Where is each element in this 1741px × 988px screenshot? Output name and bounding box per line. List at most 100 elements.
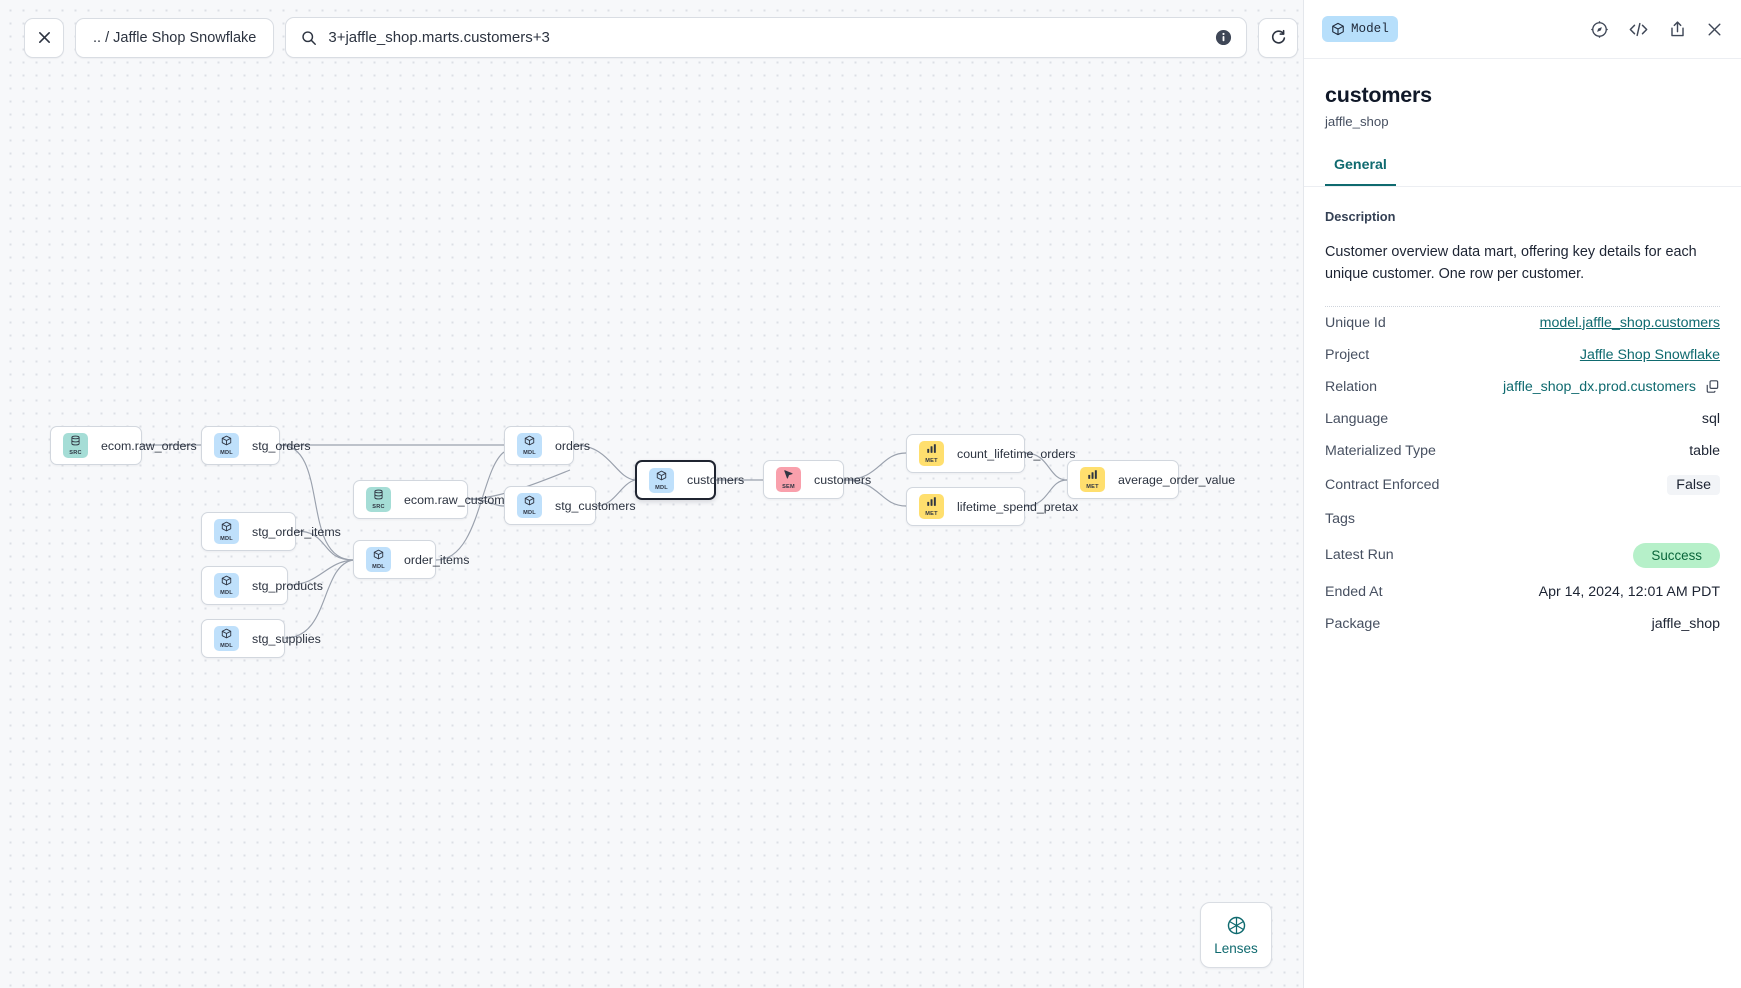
panel-header: Model: [1304, 0, 1741, 59]
aperture-icon: [1226, 915, 1247, 936]
description-label: Description: [1325, 209, 1396, 224]
node-type-badge-met: MET: [919, 494, 944, 519]
panel-body: Description Customer overview data mart,…: [1304, 187, 1741, 988]
metadata-row: Package jaffle_shop: [1325, 608, 1720, 640]
graph-node-stg_orders[interactable]: MDL stg_orders: [201, 426, 311, 465]
copy-icon[interactable]: [1705, 379, 1720, 394]
search-input[interactable]: [328, 29, 1205, 46]
details-panel: Model customers jaffle_shop: [1303, 0, 1741, 988]
metadata-value: jaffle_shop: [1651, 615, 1720, 632]
graph-node-label: stg_products: [252, 578, 323, 593]
graph-node-stg_products[interactable]: MDL stg_products: [201, 566, 323, 605]
panel-tabs: General: [1304, 156, 1741, 187]
graph-node-label: customers: [814, 472, 872, 487]
node-type-badge-mdl: MDL: [649, 467, 674, 493]
refresh-icon: [1270, 29, 1287, 46]
relation-value[interactable]: jaffle_shop_dx.prod.customers: [1503, 378, 1696, 395]
node-type-badge-src: SRC: [63, 433, 88, 458]
metadata-key: Package: [1325, 615, 1381, 632]
graph-node-stg_customers[interactable]: MDL stg_customers: [504, 486, 636, 525]
node-type-badge-mdl: MDL: [214, 519, 239, 544]
divider: [1325, 305, 1720, 307]
graph-node-customers_model[interactable]: MDL customers: [635, 460, 744, 500]
share-icon[interactable]: [1668, 20, 1687, 39]
metadata-value: table: [1689, 442, 1720, 459]
graph-node-label: average_order_value: [1118, 472, 1236, 487]
node-type-badge-mdl: MDL: [366, 547, 391, 572]
metadata-key: Tags: [1325, 510, 1355, 527]
node-type-badge-mdl: MDL: [214, 433, 239, 458]
metadata-key: Relation: [1325, 378, 1378, 395]
graph-node-label: stg_customers: [555, 498, 636, 513]
metadata-value[interactable]: model.jaffle_shop.customers: [1539, 314, 1720, 331]
graph-node-label: stg_orders: [252, 438, 311, 453]
node-type-badge-sem: SEM: [776, 467, 801, 492]
cube-icon: [1331, 22, 1345, 36]
node-type-badge-mdl: MDL: [214, 573, 239, 598]
metadata-key: Latest Run: [1325, 547, 1394, 564]
breadcrumb-label: .. / Jaffle Shop Snowflake: [93, 29, 257, 46]
node-type-badge-src: SRC: [366, 487, 391, 512]
metadata-key: Unique Id: [1325, 314, 1386, 331]
graph-node-average_order_value[interactable]: MET average_order_value: [1067, 460, 1235, 499]
metadata-row: Tags: [1325, 503, 1720, 535]
graph-node-label: order_items: [404, 552, 470, 567]
graph-node-stg_supplies[interactable]: MDL stg_supplies: [201, 619, 321, 658]
graph-node-order_items[interactable]: MDL order_items: [353, 540, 469, 579]
node-type-badge-met: MET: [919, 441, 944, 466]
metadata-value: False: [1667, 474, 1720, 495]
graph-node-label: orders: [555, 438, 591, 453]
node-type-chip[interactable]: Model: [1322, 16, 1398, 42]
metadata-row: Materialized Type table: [1325, 435, 1720, 467]
metadata-value: jaffle_shop_dx.prod.customers: [1503, 379, 1720, 395]
metadata-key: Project: [1325, 346, 1370, 363]
close-icon[interactable]: [1706, 21, 1723, 38]
compass-icon[interactable]: [1590, 20, 1609, 39]
graph-node-label: stg_supplies: [252, 631, 321, 646]
node-type-badge-mdl: MDL: [214, 626, 239, 651]
metadata-value[interactable]: Jaffle Shop Snowflake: [1579, 346, 1720, 363]
code-icon[interactable]: [1628, 20, 1649, 39]
lenses-button[interactable]: Lenses: [1200, 902, 1272, 968]
graph-node-customers_semantic[interactable]: SEM customers: [763, 460, 871, 499]
metadata-key: Language: [1325, 410, 1389, 427]
node-type-label: Model: [1351, 22, 1389, 36]
metadata-value: sql: [1701, 410, 1720, 427]
metadata-row: Ended At Apr 14, 2024, 12:01 AM PDT: [1325, 576, 1720, 608]
refresh-button[interactable]: [1258, 17, 1299, 58]
info-icon[interactable]: [1215, 29, 1232, 46]
search-icon: [301, 30, 317, 46]
close-button[interactable]: [24, 17, 64, 58]
node-type-badge-mdl: MDL: [517, 433, 542, 458]
metadata-row: Relation jaffle_shop_dx.prod.customers: [1325, 371, 1720, 403]
status-badge: Success: [1633, 542, 1720, 568]
metadata-row: Latest Run Success: [1325, 535, 1720, 576]
page-title: customers: [1325, 83, 1432, 107]
close-icon: [37, 30, 52, 45]
canvas-toolbar: .. / Jaffle Shop Snowflake: [24, 17, 1299, 58]
graph-node-orders[interactable]: MDL orders: [504, 426, 590, 465]
metadata-key: Contract Enforced: [1325, 476, 1440, 493]
lineage-edge: [284, 559, 354, 639]
graph-node-label: customers: [687, 473, 745, 487]
metadata-value: Apr 14, 2024, 12:01 AM PDT: [1538, 583, 1720, 600]
metadata-row: Contract Enforced False: [1325, 467, 1720, 503]
graph-node-label: ecom.raw_orders: [101, 438, 197, 453]
node-type-badge-mdl: MDL: [517, 493, 542, 518]
panel-header-actions: [1590, 20, 1723, 39]
metadata-key: Ended At: [1325, 583, 1383, 600]
graph-node-ecom_raw_orders[interactable]: SRC ecom.raw_orders: [50, 426, 197, 465]
search-bar[interactable]: [285, 17, 1248, 58]
breadcrumb[interactable]: .. / Jaffle Shop Snowflake: [75, 17, 275, 58]
metadata-key: Materialized Type: [1325, 442, 1436, 459]
node-type-badge-met: MET: [1080, 467, 1105, 492]
metadata-row: Language sql: [1325, 403, 1720, 435]
tab-general[interactable]: General: [1325, 157, 1396, 186]
